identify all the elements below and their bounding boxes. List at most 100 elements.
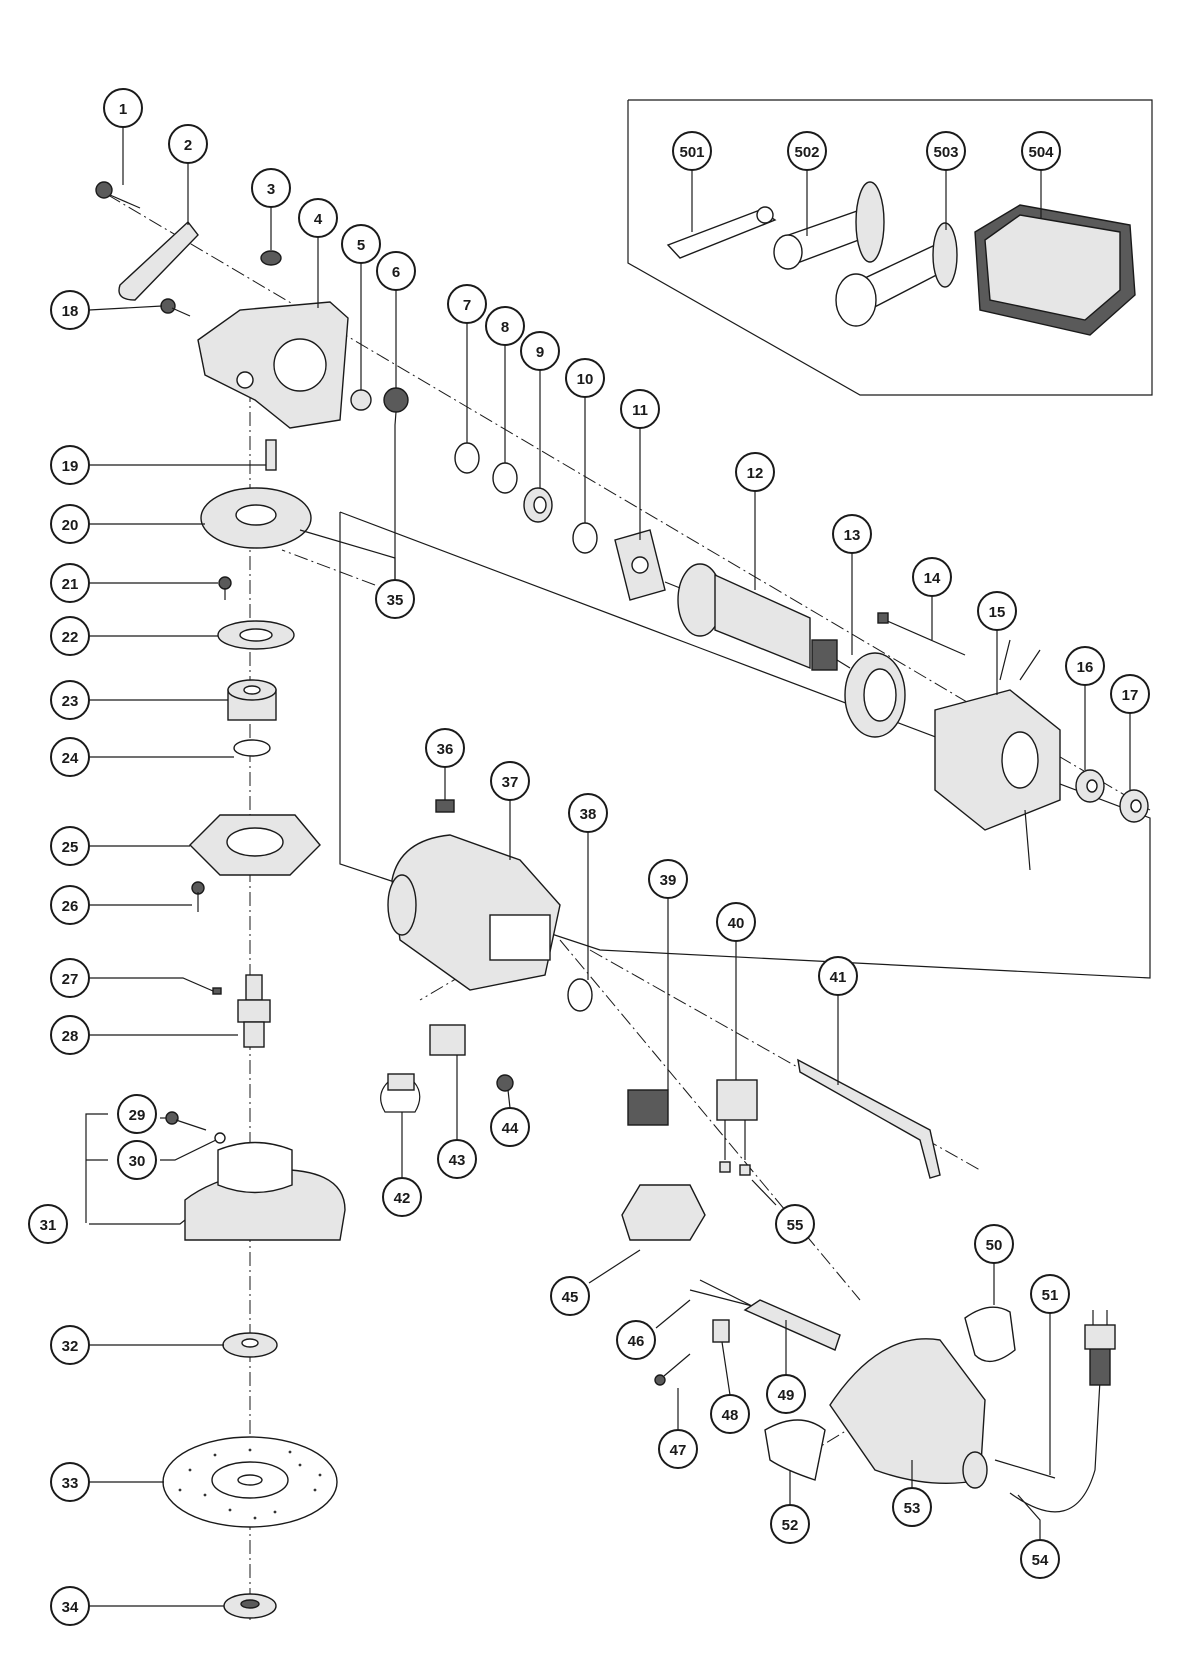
svg-text:502: 502 [794, 144, 819, 161]
callout-33: 33 [50, 1462, 90, 1502]
callout-9: 9 [520, 331, 560, 371]
callout-7: 7 [447, 284, 487, 324]
part-cover-50 [964, 1306, 1016, 1363]
svg-text:27: 27 [62, 971, 79, 988]
callout-2: 2 [168, 124, 208, 164]
callout-22: 22 [50, 616, 90, 656]
callout-27: 27 [50, 958, 90, 998]
svg-text:11: 11 [632, 402, 648, 419]
svg-text:21: 21 [62, 576, 79, 593]
part-cover-52 [764, 1419, 826, 1481]
callout-32: 32 [50, 1325, 90, 1365]
svg-text:32: 32 [62, 1338, 79, 1355]
part-plate-36 [435, 799, 455, 813]
svg-text:50: 50 [986, 1237, 1003, 1254]
callout-37: 37 [490, 761, 530, 801]
callout-34: 34 [50, 1586, 90, 1626]
part-housing-25 [189, 814, 321, 876]
callout-48: 48 [710, 1394, 750, 1434]
svg-text:43: 43 [449, 1152, 466, 1169]
part-ring-10 [572, 522, 598, 554]
part-nut-34 [223, 1593, 277, 1619]
svg-text:8: 8 [501, 319, 509, 336]
part-nut-5 [350, 389, 372, 411]
part-screw-21 [218, 576, 232, 600]
parts [95, 181, 1149, 1619]
assembly-frame [339, 511, 1151, 979]
part-gear-cover-4 [197, 301, 349, 429]
svg-text:4: 4 [314, 211, 323, 228]
callouts: 1 2 3 4 5 6 7 8 9 10 11 12 13 14 15 16 1… [28, 88, 1150, 1626]
svg-text:20: 20 [62, 517, 79, 534]
part-spring-44 [496, 1074, 514, 1092]
callout-54: 54 [1020, 1539, 1060, 1579]
svg-text:3: 3 [267, 181, 275, 198]
svg-text:503: 503 [933, 144, 958, 161]
callout-15: 15 [977, 591, 1017, 631]
part-screw-18 [160, 298, 191, 317]
callout-23: 23 [50, 680, 90, 720]
svg-text:31: 31 [40, 1217, 57, 1234]
svg-text:28: 28 [62, 1028, 79, 1045]
part-pin-19 [265, 439, 277, 471]
callout-14: 14 [912, 557, 952, 597]
callout-504: 504 [1021, 131, 1061, 171]
callout-17: 17 [1110, 674, 1150, 714]
svg-text:48: 48 [722, 1407, 739, 1424]
svg-text:55: 55 [787, 1217, 804, 1234]
callout-53: 53 [892, 1487, 932, 1527]
svg-text:47: 47 [670, 1442, 687, 1459]
svg-text:22: 22 [62, 629, 79, 646]
part-cap-3 [260, 250, 282, 266]
callout-38: 38 [568, 793, 608, 833]
callout-51: 51 [1030, 1274, 1070, 1314]
callout-40: 40 [716, 902, 756, 942]
callout-8: 8 [485, 306, 525, 346]
svg-text:13: 13 [844, 527, 861, 544]
svg-text:42: 42 [394, 1190, 411, 1207]
part-switch-holder-45 [621, 1184, 706, 1241]
part-key-27 [212, 987, 222, 995]
part-washer-8 [492, 462, 518, 494]
svg-text:45: 45 [562, 1289, 579, 1306]
callout-16: 16 [1065, 646, 1105, 686]
callout-43: 43 [437, 1139, 477, 1179]
part-armature-12 [664, 563, 851, 671]
callout-41: 41 [818, 956, 858, 996]
part-plate-22 [217, 620, 295, 650]
part-screw-1 [95, 181, 141, 209]
part-spindle-28 [237, 974, 271, 1048]
part-wrench-501 [666, 206, 777, 259]
svg-text:9: 9 [536, 344, 544, 361]
svg-text:52: 52 [782, 1517, 799, 1534]
svg-text:504: 504 [1028, 144, 1054, 161]
part-tail-cover-53 [829, 1338, 988, 1489]
callout-11: 11 [620, 389, 660, 429]
svg-text:15: 15 [989, 604, 1006, 621]
part-bolt-14 [877, 612, 966, 656]
svg-text:6: 6 [392, 264, 400, 281]
part-side-handle-502 [773, 181, 885, 270]
part-ring-38 [567, 978, 593, 1012]
part-cord-guard-49 [743, 1299, 841, 1351]
part-case-504 [974, 204, 1136, 336]
callout-24: 24 [50, 737, 90, 777]
callout-6: 6 [376, 251, 416, 291]
callout-28: 28 [50, 1015, 90, 1055]
part-screw-47 [654, 1353, 691, 1386]
part-bearing-23 [227, 679, 277, 721]
callout-3: 3 [251, 168, 291, 208]
callout-31: 31 [28, 1204, 68, 1244]
callout-55: 55 [775, 1204, 815, 1244]
callout-25: 25 [50, 826, 90, 866]
part-suppressor-40 [716, 1079, 758, 1160]
part-switch-39 [627, 1089, 669, 1126]
part-bearing-16 [1075, 769, 1105, 803]
callout-35: 35 [375, 579, 415, 619]
svg-text:12: 12 [747, 465, 764, 482]
callout-503: 503 [926, 131, 966, 171]
svg-text:5: 5 [357, 237, 365, 254]
part-plate-2 [118, 220, 199, 301]
svg-text:16: 16 [1077, 659, 1094, 676]
